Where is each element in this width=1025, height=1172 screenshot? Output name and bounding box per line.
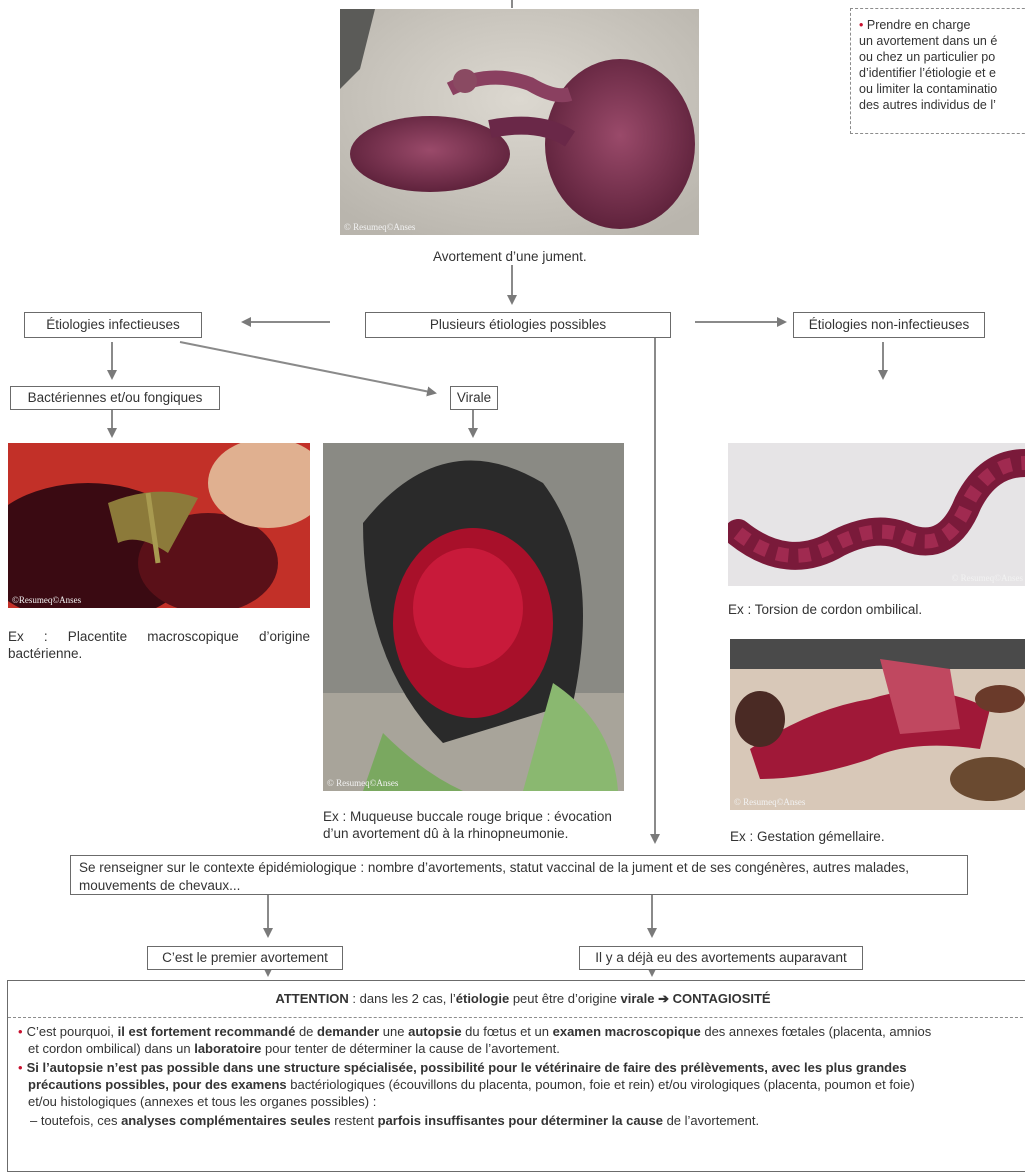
bacterial-caption: Ex : Placentite macroscopique d’origine … — [8, 629, 310, 661]
limitation-note: – toutefois, ces analyses complémentaire… — [30, 1113, 760, 1128]
note-line: ou limiter la contaminatio — [859, 82, 998, 96]
bullet-icon: • — [18, 1024, 23, 1039]
photo-credit: ©Resumeq©Anses — [12, 595, 82, 605]
photo-umbilical-torsion: © Resumeq©Anses — [728, 443, 1025, 586]
note-line: d’identifier l’étiologie et e — [859, 66, 996, 80]
box-multiple-etiologies: Plusieurs étiologies possibles — [365, 312, 671, 338]
box-previous-abortions: Il y a déjà eu des avortements auparavan… — [579, 946, 863, 970]
photo-credit: © Resumeq©Anses — [734, 797, 806, 807]
attention-header: ATTENTION : dans les 2 cas, l’étiologie … — [8, 981, 1025, 1018]
info-note: • Prendre en charge un avortement dans u… — [850, 8, 1025, 134]
photo-credit: © Resumeq©Anses — [327, 778, 399, 788]
photo-twin-gestation: © Resumeq©Anses — [730, 639, 1025, 810]
torsion-caption: Ex : Torsion de cordon ombilical. — [728, 602, 923, 617]
photo-credit: © Resumeq©Anses — [344, 222, 416, 232]
box-noninfectious-etiologies: Étiologies non-infectieuses — [793, 312, 985, 338]
note-line: ou chez un particulier po — [859, 50, 996, 64]
bullet-icon: • — [18, 1060, 23, 1075]
photo-placentitis: ©Resumeq©Anses — [8, 443, 310, 608]
attention-panel: ATTENTION : dans les 2 cas, l’étiologie … — [7, 980, 1025, 1172]
box-first-abortion: C’est le premier avortement — [147, 946, 343, 970]
recommendation-bullet: •C’est pourquoi, il est fortement recomm… — [18, 1024, 932, 1056]
note-line: Prendre en charge — [866, 18, 971, 32]
viral-caption: Ex : Muqueuse buccale rouge brique : évo… — [323, 809, 612, 841]
photo-foal-abortion: © Resumeq©Anses — [340, 9, 699, 235]
bullet-icon: • — [859, 18, 867, 32]
box-infectious-etiologies: Étiologies infectieuses — [24, 312, 202, 338]
photo-red-mucosa: © Resumeq©Anses — [323, 443, 624, 791]
top-photo-caption: Avortement d’une jument. — [433, 249, 587, 264]
photo-credit: © Resumeq©Anses — [951, 573, 1023, 583]
sampling-bullet: •Si l’autopsie n’est pas possible dans u… — [18, 1060, 915, 1109]
note-line: des autres individus de l’ — [859, 98, 996, 112]
box-viral: Virale — [450, 386, 498, 410]
note-line: un avortement dans un é — [859, 34, 998, 48]
epidemiological-context-box: Se renseigner sur le contexte épidémiolo… — [70, 855, 968, 895]
twins-caption: Ex : Gestation gémellaire. — [730, 829, 885, 844]
box-bacterial-fungal: Bactériennes et/ou fongiques — [10, 386, 220, 410]
